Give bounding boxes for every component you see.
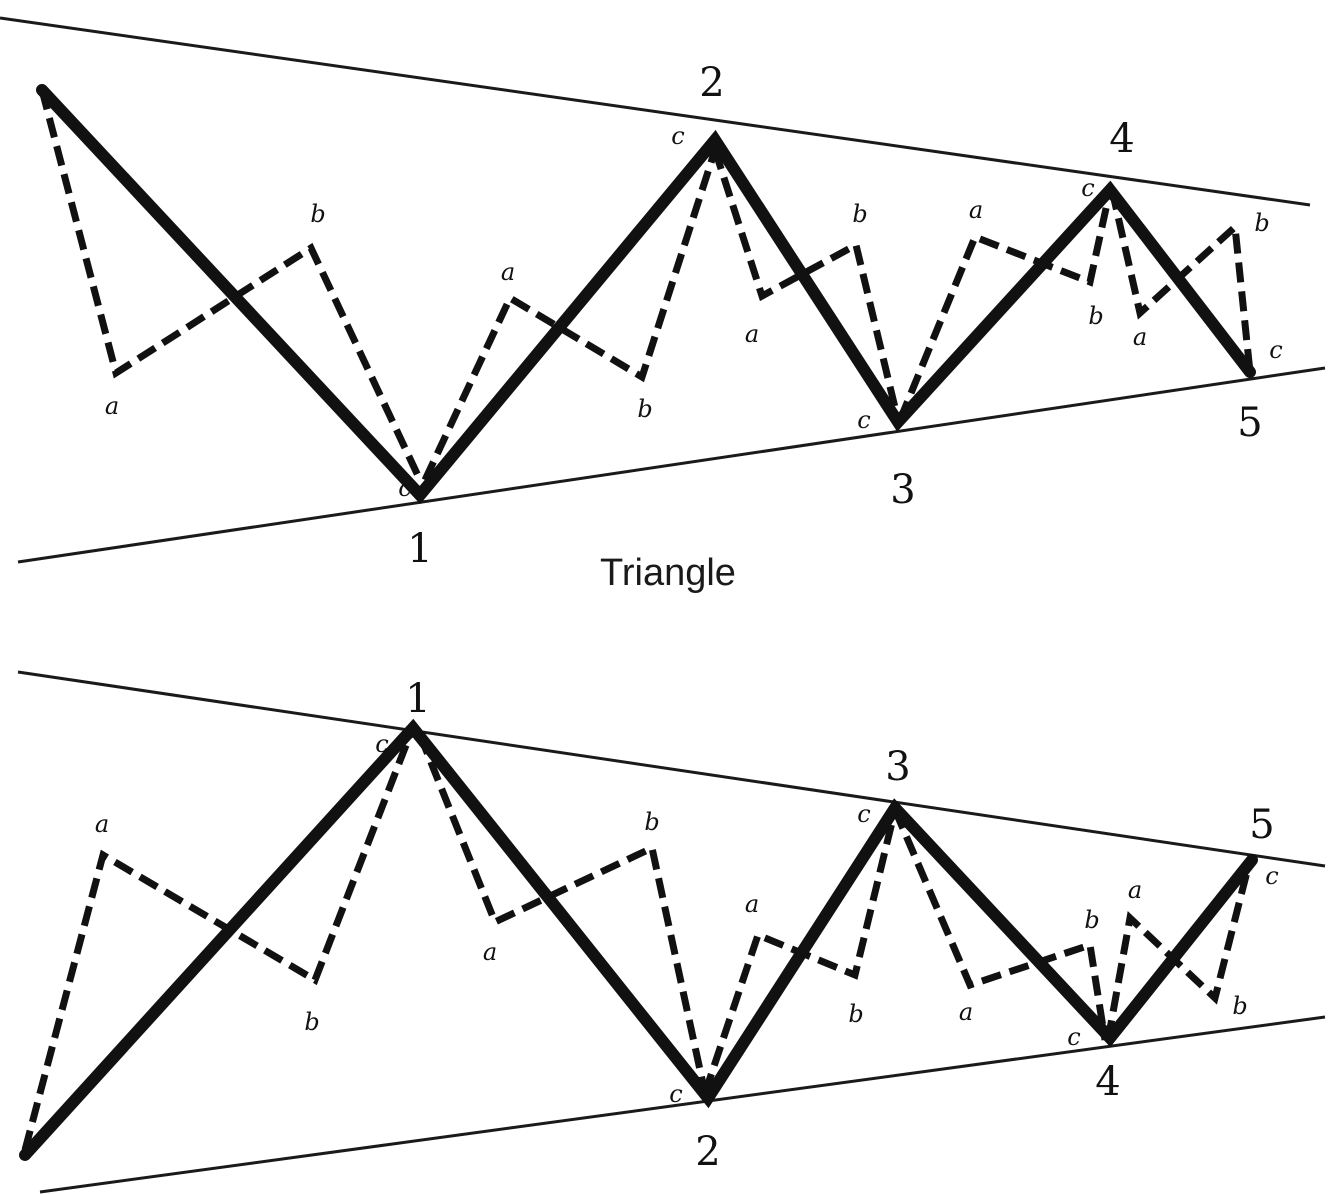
top-sub-label: b xyxy=(1088,302,1103,330)
top-wave-label-2: 2 xyxy=(699,60,724,106)
bottom-sub-label: a xyxy=(745,890,759,918)
bottom-sub-label: b xyxy=(1084,906,1099,934)
bottom-wave-label-1: 1 xyxy=(405,676,430,722)
top-sub-label: b xyxy=(310,200,325,228)
top-subwave-b xyxy=(421,148,719,482)
bottom-upper-trendline xyxy=(17,670,1326,868)
top-upper-trendline xyxy=(0,16,1311,207)
top-sub-label: a xyxy=(969,196,983,224)
top-sub-label: c xyxy=(1269,336,1282,364)
top-sub-label: c xyxy=(398,474,411,502)
top-lower-trendline xyxy=(17,366,1326,564)
bottom-sub-label: c xyxy=(1265,862,1278,890)
bottom-wave-label-4: 4 xyxy=(1095,1059,1120,1105)
bottom-subwave-a xyxy=(21,733,414,1151)
bottom-wave-label-5: 5 xyxy=(1249,802,1274,848)
bottom-wave-label-2: 2 xyxy=(695,1129,720,1175)
top-sub-label: c xyxy=(1081,174,1094,202)
bottom-sub-label: a xyxy=(95,810,109,838)
bottom-sub-label: a xyxy=(1128,876,1142,904)
top-sub-label: a xyxy=(105,392,119,420)
top-sub-label: a xyxy=(501,258,515,286)
top-sub-label: b xyxy=(637,395,652,423)
bottom-sub-label: b xyxy=(1232,992,1247,1020)
bottom-sub-label: a xyxy=(959,998,973,1026)
bottom-sub-label: a xyxy=(483,938,497,966)
top-sub-label: a xyxy=(745,320,759,348)
bottom-sub-label: b xyxy=(304,1008,319,1036)
bottom-main-wave xyxy=(19,718,1258,1161)
bottom-sub-label: c xyxy=(857,800,870,828)
top-sub-label: c xyxy=(857,406,870,434)
top-subwave-c xyxy=(711,148,902,421)
top-subwave-a xyxy=(38,89,424,482)
bottom-sub-label: b xyxy=(848,1000,863,1028)
diagram-caption: Triangle xyxy=(600,552,736,594)
bottom-sub-label: c xyxy=(375,730,388,758)
bottom-sub-label: b xyxy=(644,808,659,836)
top-main-wave xyxy=(36,84,1256,505)
bottom-sub-label: c xyxy=(669,1080,682,1108)
bottom-sub-label: c xyxy=(1067,1023,1080,1051)
bottom-triangle: 1 2 3 4 5 a b c a b c a b c a b c a b c xyxy=(17,670,1326,1194)
top-sub-label: b xyxy=(1254,209,1269,237)
top-sub-label: c xyxy=(671,122,684,150)
bottom-subwave-d xyxy=(891,808,1109,1041)
top-wave-label-5: 5 xyxy=(1237,400,1262,446)
top-subwave-e xyxy=(1108,189,1254,373)
top-wave-label-1: 1 xyxy=(407,526,432,572)
top-subwave-d xyxy=(896,189,1114,422)
top-wave-label-3: 3 xyxy=(890,467,915,513)
top-wave-label-4: 4 xyxy=(1109,116,1134,162)
bottom-wave-label-3: 3 xyxy=(885,744,910,790)
bottom-subwave-b xyxy=(416,733,709,1094)
top-sub-label: b xyxy=(852,200,867,228)
top-sub-label: a xyxy=(1133,323,1147,351)
top-triangle: 1 2 3 4 5 a b c a b c a b c a b c a b c xyxy=(0,16,1326,572)
